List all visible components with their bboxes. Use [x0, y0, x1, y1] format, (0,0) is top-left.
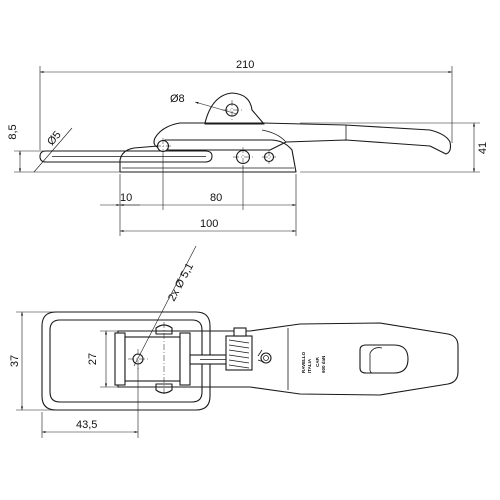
dim-rod-dia: Ø5 [45, 129, 64, 148]
dim-overall-length: 210 [236, 59, 254, 71]
rod-loop [39, 150, 213, 163]
handle-slot [359, 344, 409, 374]
dim-height: 41 [477, 142, 489, 154]
stamp-brand-1: RAVELLO [301, 351, 306, 373]
stamp-brand-2: ITALIA [307, 358, 312, 373]
wire-loop [41, 311, 211, 411]
lever-body [117, 322, 459, 396]
dim-width: 37 [9, 355, 21, 367]
dim-hole-8: Ø8 [170, 93, 185, 105]
top-view: RAVELLO ITALIA CAP. 600 daN 37 27 43,5 2… [9, 245, 459, 438]
dim-inner-width: 27 [87, 353, 99, 365]
dim-pivot-span: 80 [210, 192, 222, 204]
dim-rod-offset: 8,5 [7, 124, 19, 139]
stamp-cap-2: 600 daN [321, 356, 326, 373]
base-plate [119, 139, 297, 173]
dim-pin-offset: 10 [120, 192, 132, 204]
dim-loop-length: 43,5 [76, 419, 97, 431]
dim-base-length: 100 [200, 218, 218, 230]
dim-mount-holes: 2x Ø 5,1 [166, 261, 196, 303]
stamp: RAVELLO ITALIA CAP. 600 daN [301, 351, 326, 373]
top-link [204, 92, 265, 125]
side-view: Ø8 210 41 8,5 Ø5 10 80 100 [7, 59, 489, 236]
stamp-cap-1: CAP. [315, 357, 320, 367]
lever-handle [153, 122, 452, 155]
